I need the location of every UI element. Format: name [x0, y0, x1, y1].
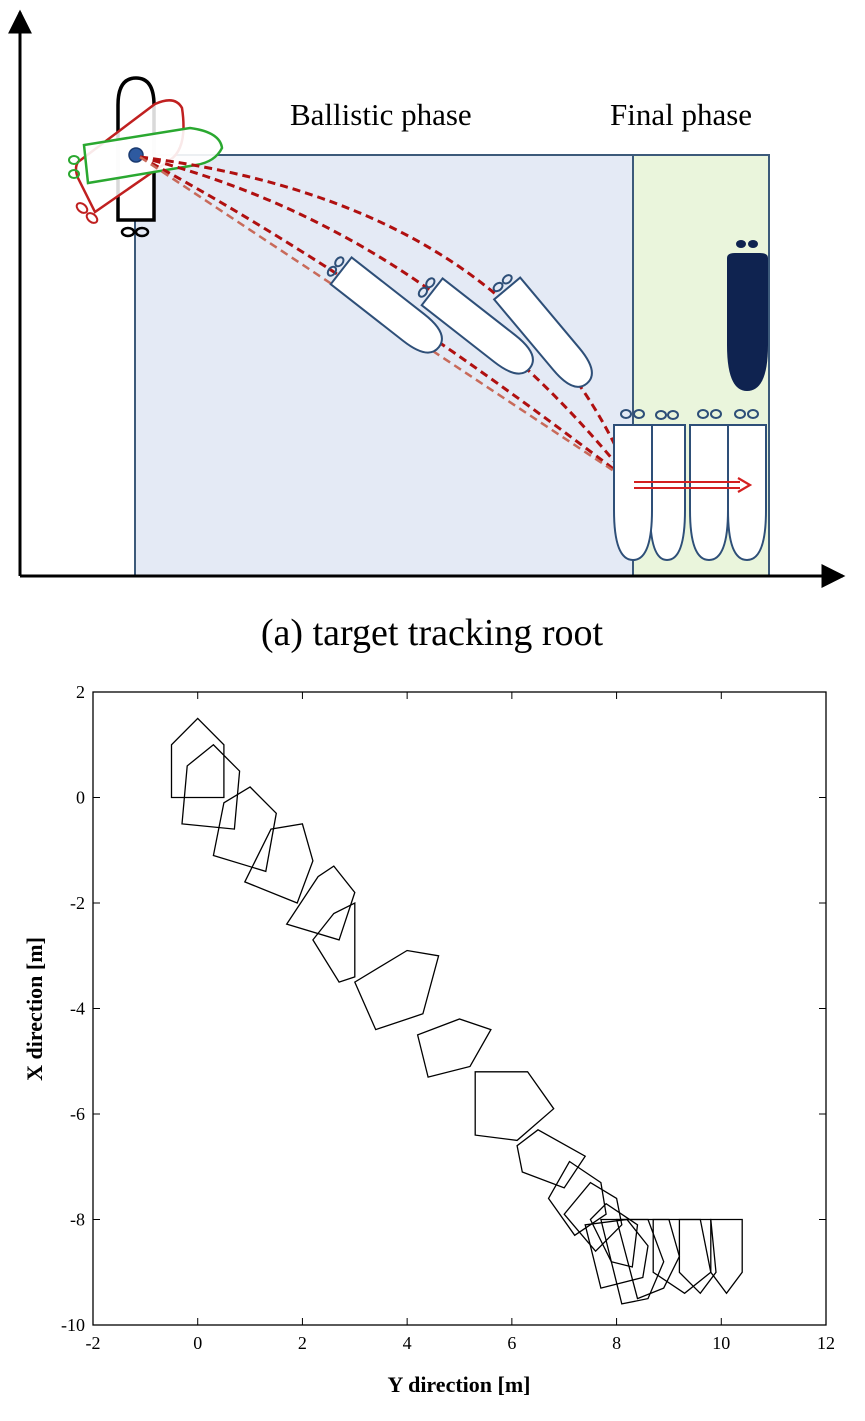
y-tick-label: -8: [70, 1210, 85, 1230]
y-tick-label: 0: [76, 788, 85, 808]
midpath-vessels: [326, 256, 593, 388]
diagram-caption: (a) target tracking root: [261, 612, 604, 654]
tracking-diagram: Ballistic phase Final phase: [7, 9, 846, 654]
trajectory-straight: [139, 155, 633, 485]
x-tick-label: 12: [817, 1333, 835, 1353]
y-axis-label: X direction [m]: [22, 937, 47, 1081]
x-tick-label: 2: [298, 1333, 307, 1353]
vessel-footprint: [474, 1071, 555, 1142]
plot-ticks: -2 0 2 4 6 8 10 12 2 0 -2 -4 -6 -8 -10: [61, 682, 835, 1353]
midpath-vessel-2: [417, 277, 534, 375]
vessel-footprint: [243, 823, 314, 904]
final-vessel-2: [613, 409, 653, 562]
vessel-footprint: [312, 901, 356, 983]
vessel-footprint: [416, 1018, 492, 1078]
final-phase-vessels: [613, 409, 767, 562]
final-phase-arrow: [634, 477, 753, 493]
red-vessel-propeller: [75, 202, 99, 224]
final-phase-label: Final phase: [610, 97, 752, 132]
green-vessel: [82, 126, 224, 185]
black-vessel-propeller: [120, 226, 150, 238]
plot-pentagons: [170, 717, 743, 1305]
start-vessels: [68, 76, 224, 238]
plot-frame: [92, 691, 827, 1326]
vessel-footprint: [353, 949, 440, 1031]
vessel-footprint: [678, 1218, 717, 1295]
vessel-footprint: [589, 1202, 639, 1268]
vessel-footprint: [212, 786, 277, 873]
vessel-footprint: [170, 717, 225, 799]
trajectory-middle: [139, 155, 634, 484]
midpath-vessel-3: [492, 274, 593, 388]
vessel-footprint: [710, 1218, 743, 1295]
vessel-footprint: [584, 1218, 649, 1289]
final-vessel-3: [689, 409, 729, 562]
x-tick-label: 0: [193, 1333, 202, 1353]
trajectories: [139, 155, 634, 485]
trajectory-upper: [139, 155, 634, 484]
x-tick-label: 8: [612, 1333, 621, 1353]
x-tick-label: 10: [712, 1333, 730, 1353]
target-vessel: [727, 240, 768, 392]
y-tick-label: -4: [70, 999, 85, 1019]
vessel-footprint: [516, 1129, 587, 1189]
y-tick-label: -2: [70, 893, 85, 913]
vessel-footprint: [181, 743, 241, 830]
vessel-footprint: [285, 865, 356, 941]
x-tick-label: -2: [86, 1333, 101, 1353]
final-vessel-1: [649, 410, 686, 562]
midpath-vessel-1: [326, 256, 443, 354]
vessel-footprint: [547, 1160, 607, 1237]
plot: -2 0 2 4 6 8 10 12 2 0 -2 -4 -6 -8 -10 Y direction [m]…: [22, 682, 835, 1397]
start-point: [128, 147, 144, 163]
green-vessel-propeller: [68, 155, 80, 179]
y-tick-label: -10: [61, 1315, 85, 1335]
final-vessel-4: [727, 409, 767, 562]
ballistic-phase-label: Ballistic phase: [290, 97, 472, 132]
x-tick-label: 6: [507, 1333, 516, 1353]
y-tick-label: 2: [76, 682, 85, 702]
x-tick-label: 4: [403, 1333, 412, 1353]
y-tick-label: -6: [70, 1104, 85, 1124]
x-axis-label: Y direction [m]: [388, 1372, 531, 1397]
trajectory-lower: [139, 155, 633, 485]
